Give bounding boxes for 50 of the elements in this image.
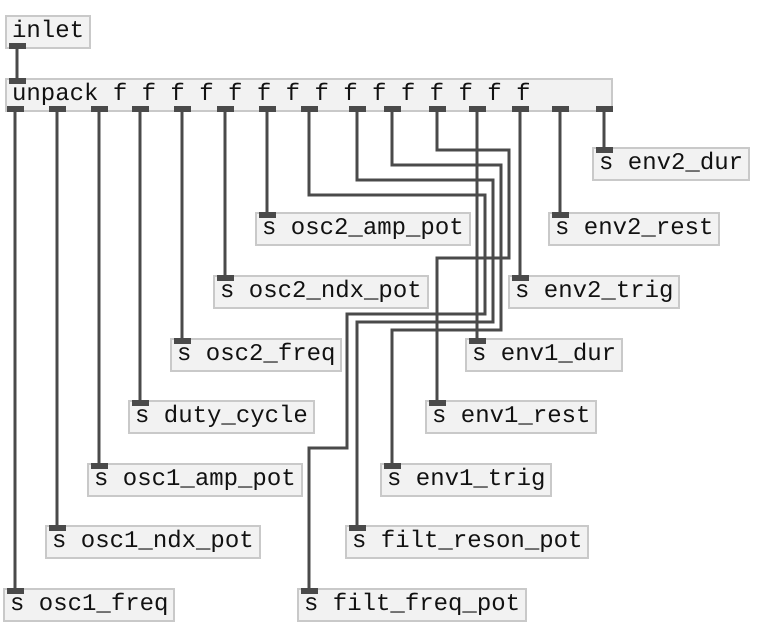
object-box bbox=[3, 588, 176, 622]
patch-cord bbox=[558, 112, 562, 212]
object-box bbox=[465, 338, 624, 372]
object-label: s env2_trig bbox=[515, 280, 674, 304]
object-box bbox=[592, 147, 750, 181]
patch-cord bbox=[602, 112, 606, 147]
object-label: s env2_rest bbox=[555, 217, 714, 241]
object-label: s env1_trig bbox=[387, 468, 546, 492]
object-label: unpack f f f f f f f f f f f f f f f bbox=[12, 83, 530, 107]
patch-cord bbox=[266, 112, 268, 212]
patch-cord bbox=[98, 112, 100, 463]
object-box bbox=[45, 525, 261, 559]
patch-cord bbox=[56, 112, 58, 525]
object-label: s filt_reson_pot bbox=[352, 530, 582, 554]
patch-cord bbox=[518, 112, 522, 275]
object-box bbox=[345, 525, 590, 559]
object-label: s osc1_freq bbox=[10, 593, 168, 617]
object-box bbox=[5, 78, 613, 112]
object-box bbox=[5, 15, 92, 49]
patch-cord bbox=[224, 112, 226, 275]
object-label: s env1_dur bbox=[472, 343, 616, 367]
patch-cord bbox=[14, 112, 16, 588]
object-label: s duty_cycle bbox=[135, 405, 308, 429]
object-box bbox=[170, 338, 342, 372]
object-label: inlet bbox=[12, 20, 84, 44]
object-box bbox=[380, 463, 552, 497]
patch-cord bbox=[180, 112, 184, 338]
patch-cord bbox=[436, 112, 510, 400]
patch-cord bbox=[138, 112, 142, 400]
object-box bbox=[255, 212, 471, 246]
object-label: s env2_dur bbox=[599, 152, 744, 176]
object-box bbox=[87, 463, 303, 497]
object-box bbox=[425, 400, 598, 434]
patch-cord bbox=[308, 112, 486, 588]
object-box bbox=[213, 275, 429, 309]
object-box bbox=[128, 400, 315, 434]
object-label: s osc1_ndx_pot bbox=[52, 530, 254, 554]
object-label: s osc2_ndx_pot bbox=[220, 280, 422, 304]
object-label: s osc2_freq bbox=[177, 343, 336, 367]
object-box bbox=[508, 275, 680, 309]
patch-cord bbox=[16, 49, 18, 78]
patch-cord bbox=[390, 112, 502, 463]
object-box bbox=[297, 588, 528, 622]
object-label: s osc1_amp_pot bbox=[94, 468, 296, 492]
object-label: s filt_freq_pot bbox=[304, 593, 520, 617]
object-label: s env1_rest bbox=[432, 405, 590, 429]
object-box bbox=[548, 212, 720, 246]
object-label: s osc2_amp_pot bbox=[262, 217, 464, 241]
patch-cord bbox=[476, 112, 478, 338]
patch-cord bbox=[356, 112, 494, 525]
